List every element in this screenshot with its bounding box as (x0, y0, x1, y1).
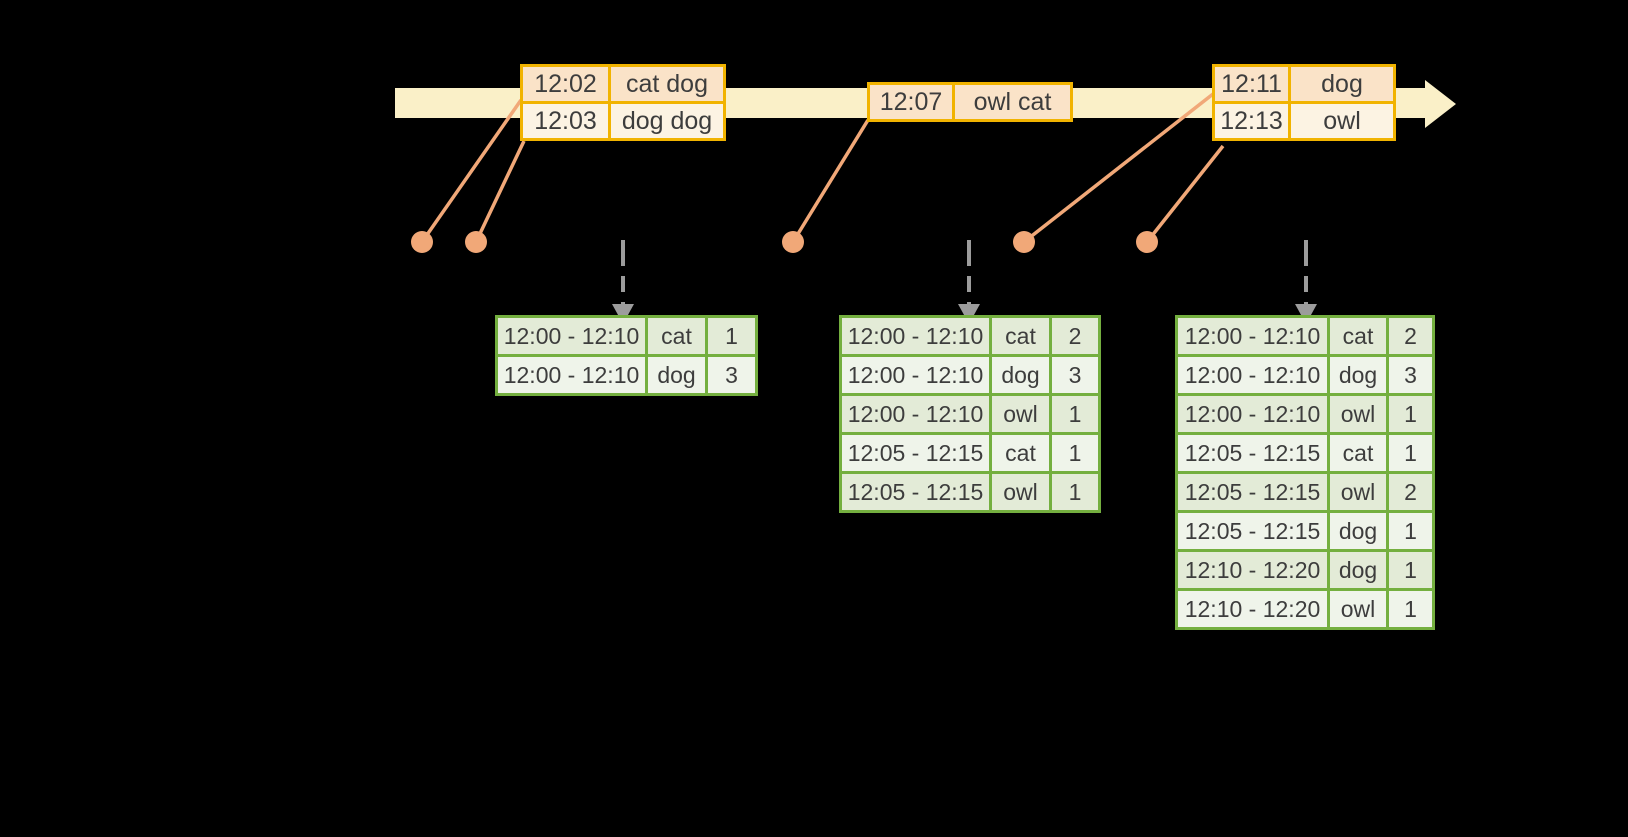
event-row: 12:07 owl cat (867, 82, 1073, 122)
event-connector-lines (420, 92, 1225, 244)
word-cell: owl (1327, 393, 1389, 435)
count-cell: 1 (1386, 549, 1435, 591)
count-cell: 1 (1386, 432, 1435, 474)
result-table-2: 12:00 - 12:10 cat 2 12:00 - 12:10 dog 3 … (839, 315, 1101, 513)
window-cell: 12:05 - 12:15 (839, 432, 992, 474)
count-cell: 2 (1386, 315, 1435, 357)
result-row: 12:05 - 12:15 owl 2 (1175, 471, 1435, 513)
event-row: 12:11 dog (1212, 64, 1396, 104)
event-table-2: 12:07 owl cat (867, 82, 1073, 122)
count-cell: 3 (1386, 354, 1435, 396)
word-cell: owl (989, 471, 1052, 513)
word-cell: owl (989, 393, 1052, 435)
word-cell: dog (1327, 510, 1389, 552)
result-row: 12:00 - 12:10 dog 3 (839, 354, 1101, 396)
result-row: 12:00 - 12:10 owl 1 (1175, 393, 1435, 435)
event-words-cell: dog dog (608, 101, 726, 141)
count-cell: 1 (1386, 588, 1435, 630)
event-words-cell: owl (1288, 101, 1396, 141)
window-cell: 12:00 - 12:10 (1175, 393, 1330, 435)
event-row: 12:02 cat dog (520, 64, 726, 104)
word-cell: dog (645, 354, 708, 396)
window-cell: 12:05 - 12:15 (1175, 510, 1330, 552)
event-dot-icon (411, 231, 433, 253)
window-cell: 12:00 - 12:10 (839, 315, 992, 357)
down-arrow-icon (1295, 240, 1317, 324)
count-cell: 1 (1386, 393, 1435, 435)
down-arrow-icon (612, 240, 634, 324)
window-cell: 12:00 - 12:10 (495, 354, 648, 396)
result-row: 12:00 - 12:10 dog 3 (1175, 354, 1435, 396)
window-cell: 12:10 - 12:20 (1175, 588, 1330, 630)
event-table-1: 12:02 cat dog 12:03 dog dog (520, 64, 726, 141)
window-cell: 12:05 - 12:15 (1175, 432, 1330, 474)
event-time-cell: 12:07 (867, 82, 955, 122)
count-cell: 2 (1386, 471, 1435, 513)
result-row: 12:00 - 12:10 owl 1 (839, 393, 1101, 435)
result-row: 12:10 - 12:20 owl 1 (1175, 588, 1435, 630)
event-connector-line (1022, 92, 1215, 244)
window-cell: 12:00 - 12:10 (1175, 354, 1330, 396)
event-connector-line (791, 119, 870, 243)
count-cell: 1 (705, 315, 758, 357)
word-cell: cat (1327, 432, 1389, 474)
result-table-1: 12:00 - 12:10 cat 1 12:00 - 12:10 dog 3 (495, 315, 758, 396)
result-row: 12:00 - 12:10 cat 2 (1175, 315, 1435, 357)
down-arrow-icon (958, 240, 980, 324)
result-row: 12:05 - 12:15 cat 1 (1175, 432, 1435, 474)
window-cell: 12:00 - 12:10 (495, 315, 648, 357)
word-cell: owl (1327, 588, 1389, 630)
window-cell: 12:10 - 12:20 (1175, 549, 1330, 591)
window-cell: 12:00 - 12:10 (839, 354, 992, 396)
count-cell: 1 (1049, 471, 1101, 513)
word-cell: cat (989, 432, 1052, 474)
result-row: 12:00 - 12:10 dog 3 (495, 354, 758, 396)
trigger-arrows (612, 240, 1317, 324)
word-cell: dog (1327, 549, 1389, 591)
count-cell: 1 (1049, 432, 1101, 474)
word-cell: dog (989, 354, 1052, 396)
event-row: 12:13 owl (1212, 101, 1396, 141)
event-connector-line (420, 98, 523, 244)
window-cell: 12:00 - 12:10 (1175, 315, 1330, 357)
window-cell: 12:05 - 12:15 (839, 471, 992, 513)
count-cell: 3 (1049, 354, 1101, 396)
event-dot-icon (465, 231, 487, 253)
count-cell: 1 (1049, 393, 1101, 435)
word-cell: cat (1327, 315, 1389, 357)
result-row: 12:05 - 12:15 owl 1 (839, 471, 1101, 513)
event-time-cell: 12:03 (520, 101, 611, 141)
event-table-3: 12:11 dog 12:13 owl (1212, 64, 1396, 141)
event-words-cell: dog (1288, 64, 1396, 104)
result-row: 12:05 - 12:15 cat 1 (839, 432, 1101, 474)
timeline-arrowhead-icon (1425, 80, 1456, 128)
event-row: 12:03 dog dog (520, 101, 726, 141)
event-time-dots (411, 231, 1158, 253)
event-dot-icon (1136, 231, 1158, 253)
result-row: 12:00 - 12:10 cat 1 (495, 315, 758, 357)
word-cell: dog (1327, 354, 1389, 396)
window-cell: 12:05 - 12:15 (1175, 471, 1330, 513)
event-connector-line (1145, 144, 1225, 244)
event-time-cell: 12:13 (1212, 101, 1291, 141)
word-cell: cat (989, 315, 1052, 357)
word-cell: cat (645, 315, 708, 357)
window-cell: 12:00 - 12:10 (839, 393, 992, 435)
count-cell: 2 (1049, 315, 1101, 357)
event-words-cell: owl cat (952, 82, 1073, 122)
count-cell: 3 (705, 354, 758, 396)
count-cell: 1 (1386, 510, 1435, 552)
result-row: 12:10 - 12:20 dog 1 (1175, 549, 1435, 591)
event-dot-icon (1013, 231, 1035, 253)
event-dot-icon (782, 231, 804, 253)
event-time-cell: 12:02 (520, 64, 611, 104)
word-cell: owl (1327, 471, 1389, 513)
event-words-cell: cat dog (608, 64, 726, 104)
result-row: 12:00 - 12:10 cat 2 (839, 315, 1101, 357)
result-table-3: 12:00 - 12:10 cat 2 12:00 - 12:10 dog 3 … (1175, 315, 1435, 630)
event-time-cell: 12:11 (1212, 64, 1291, 104)
event-connector-line (474, 140, 526, 243)
result-row: 12:05 - 12:15 dog 1 (1175, 510, 1435, 552)
